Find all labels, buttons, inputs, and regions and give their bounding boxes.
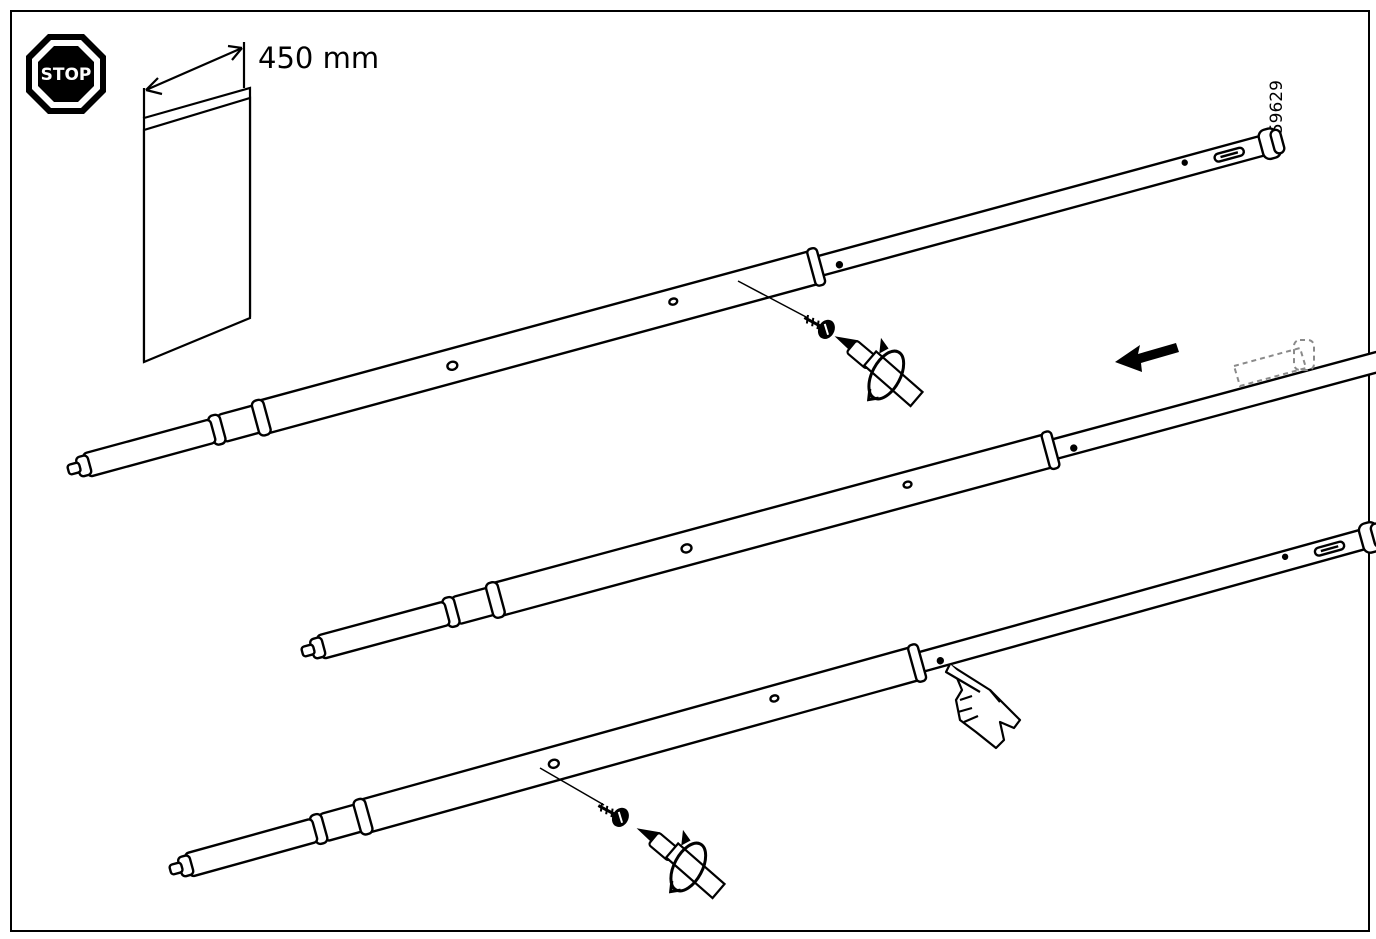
screwdriver-icon (619, 812, 739, 914)
dimension-label: 450 mm (258, 41, 379, 75)
rod-step-3 (164, 514, 1376, 914)
panel-drawing (142, 42, 252, 364)
rod-step-1 (62, 120, 1289, 490)
push-arrow-icon (1115, 343, 1179, 372)
screw-icon (798, 308, 839, 343)
rod-step-2 (296, 304, 1376, 672)
stop-sign-icon: STOP (26, 34, 106, 114)
screwdriver-icon (817, 320, 937, 422)
pointing-hand-icon (944, 663, 1022, 750)
stop-sign-text: STOP (41, 65, 92, 85)
ghost-end-cap (1232, 339, 1315, 388)
